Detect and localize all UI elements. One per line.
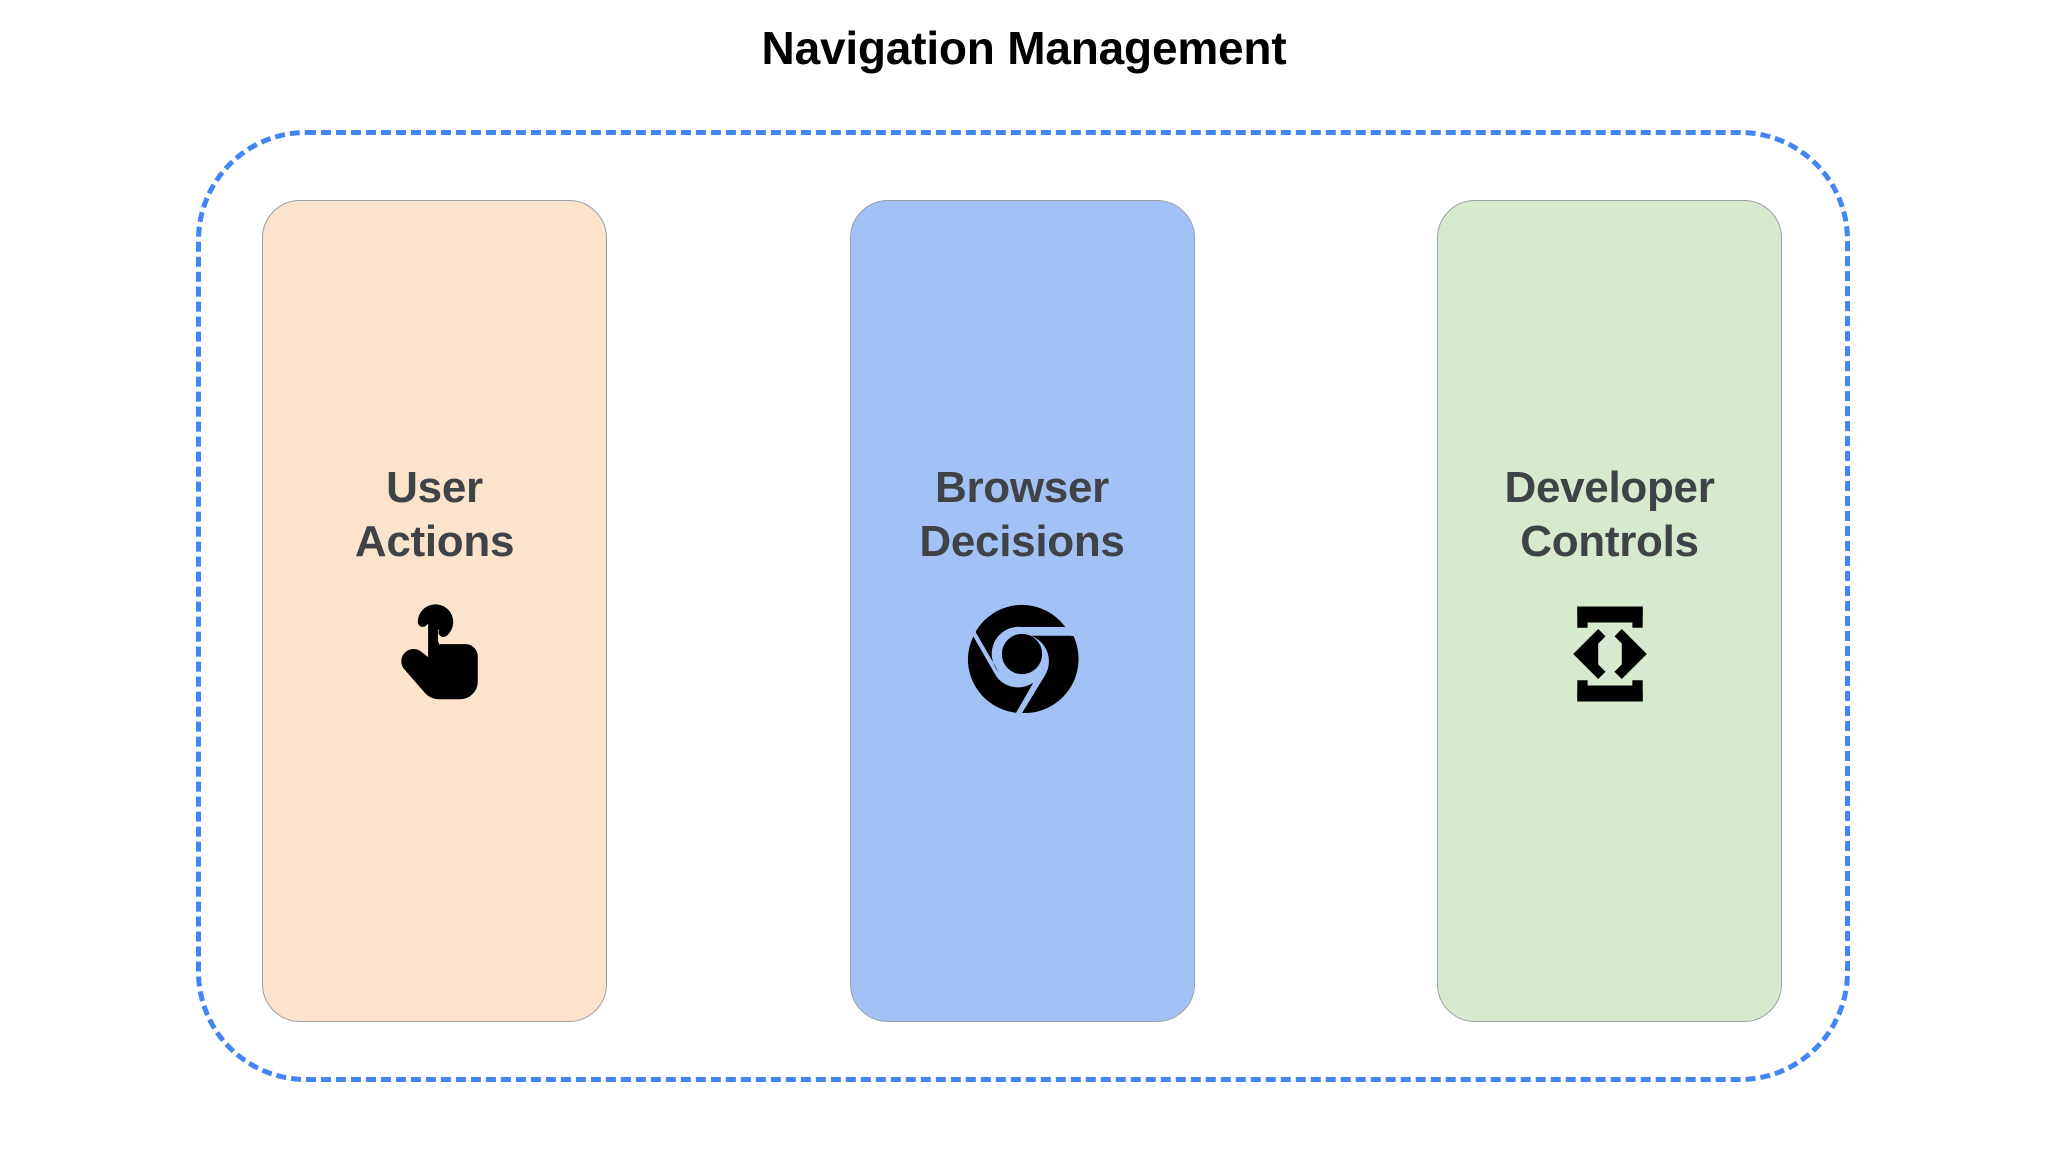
- navigation-management-group-container: [196, 130, 1850, 1082]
- card-developer-controls[interactable]: Developer Controls: [1437, 200, 1782, 1022]
- card-content: Browser Decisions: [919, 461, 1125, 713]
- card-label-user-actions: User Actions: [354, 463, 515, 566]
- card-content: User Actions: [355, 461, 514, 712]
- card-user-actions[interactable]: User Actions: [262, 200, 607, 1022]
- card-browser-decisions[interactable]: Browser Decisions: [849, 200, 1195, 1022]
- card-label-developer-controls: Developer Controls: [1504, 463, 1715, 566]
- cards-row: User Actions Browser Decisions: [262, 200, 1782, 1022]
- touch-app-icon: [376, 595, 494, 713]
- card-content: Developer Controls: [1504, 461, 1715, 713]
- developer-mode-icon: [1551, 595, 1669, 713]
- card-label-browser-decisions: Browser Decisions: [919, 463, 1125, 566]
- chrome-logo-icon: [963, 595, 1081, 713]
- page-title: Navigation Management: [761, 22, 1287, 74]
